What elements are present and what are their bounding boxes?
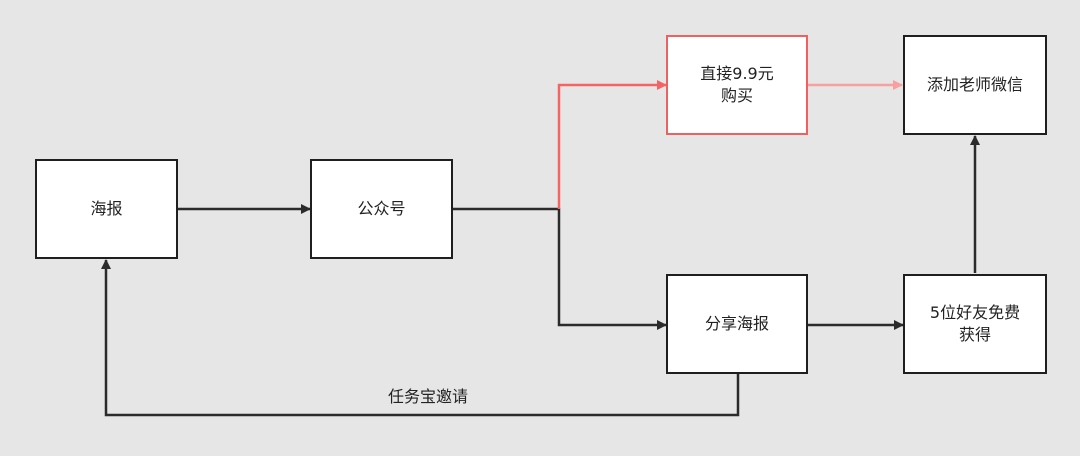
edge-label-task-treasure-invite: 任务宝邀请 (388, 387, 469, 406)
edge-official-account-to-share-poster (453, 207, 667, 330)
node-add-teacher-wechat-label: 添加老师微信 (926, 75, 1023, 94)
node-poster-label: 海报 (90, 199, 123, 218)
node-direct-buy-label: 直接9.9元 购买 (700, 64, 774, 105)
node-five-friends-free: 5位好友免费 获得 (903, 274, 1047, 374)
node-direct-buy: 直接9.9元 购买 (666, 35, 808, 135)
edge-share-poster-loop-to-poster (101, 259, 740, 417)
node-poster: 海报 (35, 159, 178, 259)
node-official-account: 公众号 (310, 159, 453, 259)
node-five-friends-free-label: 5位好友免费 获得 (929, 303, 1021, 344)
node-add-teacher-wechat: 添加老师微信 (903, 35, 1047, 135)
edge-official-account-to-direct-buy (557, 80, 667, 209)
node-share-poster: 分享海报 (666, 274, 808, 374)
node-share-poster-label: 分享海报 (704, 314, 769, 333)
node-official-account-label: 公众号 (357, 199, 406, 218)
